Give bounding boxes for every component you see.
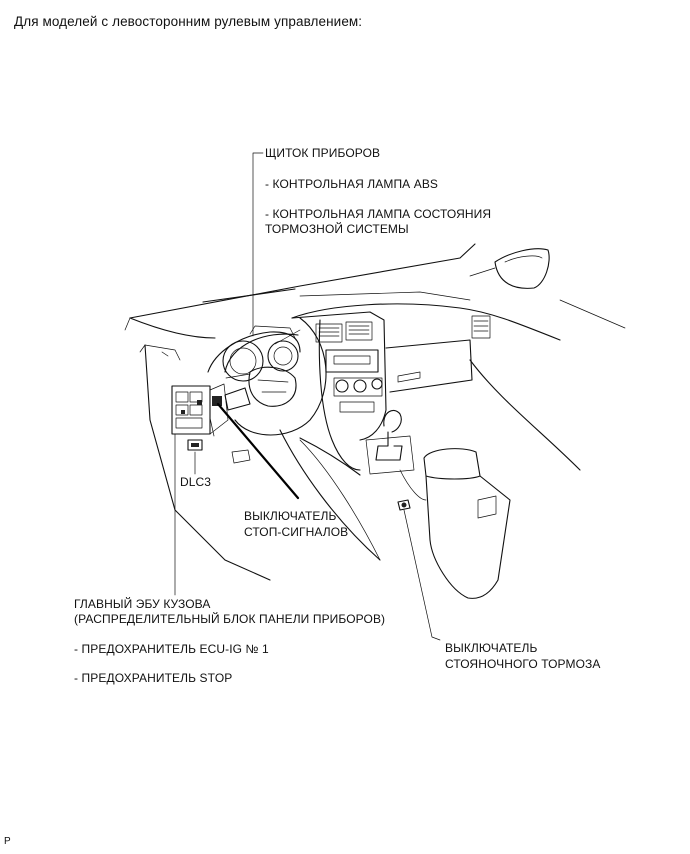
- page-title: Для моделей с левосторонним рулевым упра…: [14, 14, 363, 29]
- abs-warning-lamp-label: - КОНТРОЛЬНАЯ ЛАМПА ABS: [265, 177, 439, 191]
- footer-mark: P: [4, 836, 11, 847]
- dlc3-label: DLC3: [180, 475, 212, 489]
- stop-fuse-label: - ПРЕДОХРАНИТЕЛЬ STOP: [74, 671, 233, 685]
- ecu-ig-fuse-label: - ПРЕДОХРАНИТЕЛЬ ECU-IG № 1: [74, 642, 269, 656]
- instrument-cluster-label: ЩИТОК ПРИБОРОВ: [265, 146, 381, 160]
- main-body-ecu-label-line1: ГЛАВНЫЙ ЭБУ КУЗОВА: [74, 597, 211, 611]
- parking-brake-switch-label-line2: СТОЯНОЧНОГО ТОРМОЗА: [445, 657, 601, 671]
- main-body-ecu-label-line2: (РАСПРЕДЕЛИТЕЛЬНЫЙ БЛОК ПАНЕЛИ ПРИБОРОВ): [74, 612, 386, 626]
- stop-light-switch-label-line1: ВЫКЛЮЧАТЕЛЬ: [244, 509, 337, 523]
- brake-warning-lamp-label-line2: ТОРМОЗНОЙ СИСТЕМЫ: [265, 222, 409, 236]
- parking-brake-switch-label-line1: ВЫКЛЮЧАТЕЛЬ: [445, 641, 538, 655]
- stop-light-switch-label-line2: СТОП-СИГНАЛОВ: [244, 525, 349, 539]
- brake-warning-lamp-label-line1: - КОНТРОЛЬНАЯ ЛАМПА СОСТОЯНИЯ: [265, 207, 492, 221]
